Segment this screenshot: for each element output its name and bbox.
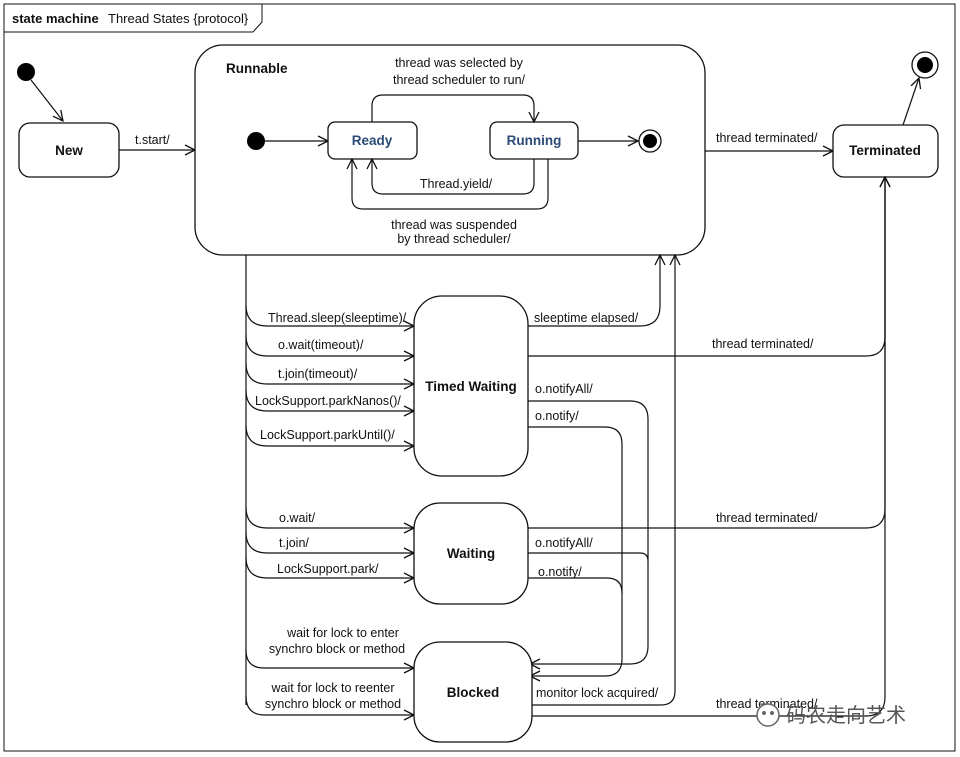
initial-pseudostate [17, 63, 35, 81]
state-new-label: New [55, 143, 83, 158]
label-runnable-terminated: thread terminated/ [716, 131, 818, 145]
edge-sleep-elapsed [528, 255, 660, 327]
label-lock-enter-1: wait for lock to enter [286, 626, 399, 640]
state-blocked [413, 641, 533, 743]
state-running-label: Running [507, 133, 562, 148]
label-yield: Thread.yield/ [420, 177, 493, 191]
watermark-text: 码农走向艺术 [786, 703, 906, 727]
label-lock-reenter-2: synchro block or method [265, 697, 401, 711]
label-wait: o.wait/ [279, 511, 316, 525]
edge-terminated-to-final [902, 78, 919, 126]
label-waiting-terminated: thread terminated/ [716, 511, 818, 525]
edge-running-to-ready-yield [372, 159, 535, 195]
label-park-nanos: LockSupport.parkNanos()/ [255, 394, 401, 408]
edge-blocked-terminated [532, 177, 885, 717]
edge-wait-timeout [245, 334, 414, 356]
label-park-until: LockSupport.parkUntil()/ [260, 428, 395, 442]
edge-join [245, 531, 414, 553]
edge-sleep [245, 304, 414, 326]
label-timed-terminated: thread terminated/ [712, 337, 814, 351]
edge-running-to-ready-suspended [352, 159, 549, 210]
label-wait-timeout: o.wait(timeout)/ [278, 338, 364, 352]
edge-initial-to-new [30, 79, 63, 121]
watermark-icon [756, 703, 780, 727]
state-timed-waiting-label: Timed Waiting [425, 379, 517, 394]
edge-lock-reenter [245, 695, 414, 715]
state-terminated-label: Terminated [849, 143, 921, 158]
state-timed-waiting [413, 295, 529, 477]
label-sleep: Thread.sleep(sleeptime)/ [268, 311, 407, 325]
edge-timed-notify [528, 426, 623, 676]
edge-monitor-acquired [532, 255, 675, 706]
edge-park [245, 556, 414, 578]
runnable-final-state-inner [643, 134, 657, 148]
label-monitor-acquired: monitor lock acquired/ [536, 686, 659, 700]
edge-timed-notify-all [528, 400, 649, 664]
label-join: t.join/ [279, 536, 309, 550]
label-join-timeout: t.join(timeout)/ [278, 367, 358, 381]
edge-park-nanos [245, 389, 414, 411]
label-waiting-notify-all: o.notifyAll/ [535, 536, 593, 550]
label-timed-notify: o.notify/ [535, 409, 579, 423]
runnable-initial-pseudostate [247, 132, 265, 150]
label-waiting-notify: o.notify/ [538, 565, 582, 579]
state-waiting-label: Waiting [447, 546, 495, 561]
state-blocked-label: Blocked [447, 685, 500, 700]
frame-tab [4, 4, 263, 33]
label-lock-enter-2: synchro block or method [269, 642, 405, 656]
label-lock-reenter-1: wait for lock to reenter [271, 681, 395, 695]
state-runnable-label: Runnable [226, 61, 288, 76]
edge-waiting-notify-all [528, 552, 649, 562]
edge-wait [245, 506, 414, 528]
label-selected-2: thread scheduler to run/ [393, 73, 526, 87]
frame-title: Thread States {protocol} [108, 11, 249, 26]
label-park: LockSupport.park/ [277, 562, 379, 576]
label-suspended-1: thread was suspended [391, 218, 517, 232]
edge-ready-to-running [371, 94, 534, 122]
frame-keyword: state machine [12, 11, 99, 26]
final-state-inner [917, 57, 933, 73]
state-ready-label: Ready [352, 133, 393, 148]
state-runnable [194, 44, 706, 256]
edge-waiting-notify [528, 577, 623, 594]
watermark: 码农走向艺术 [756, 703, 906, 727]
label-selected-1: thread was selected by [395, 56, 524, 70]
label-suspended-2: by thread scheduler/ [397, 232, 511, 246]
label-start: t.start/ [135, 133, 170, 147]
diagram-frame [3, 3, 956, 752]
edge-lock-enter [245, 649, 414, 668]
edge-park-until [245, 424, 414, 446]
edge-join-timeout [245, 362, 414, 384]
label-timed-notify-all: o.notifyAll/ [535, 382, 593, 396]
label-sleep-elapsed: sleeptime elapsed/ [534, 311, 639, 325]
